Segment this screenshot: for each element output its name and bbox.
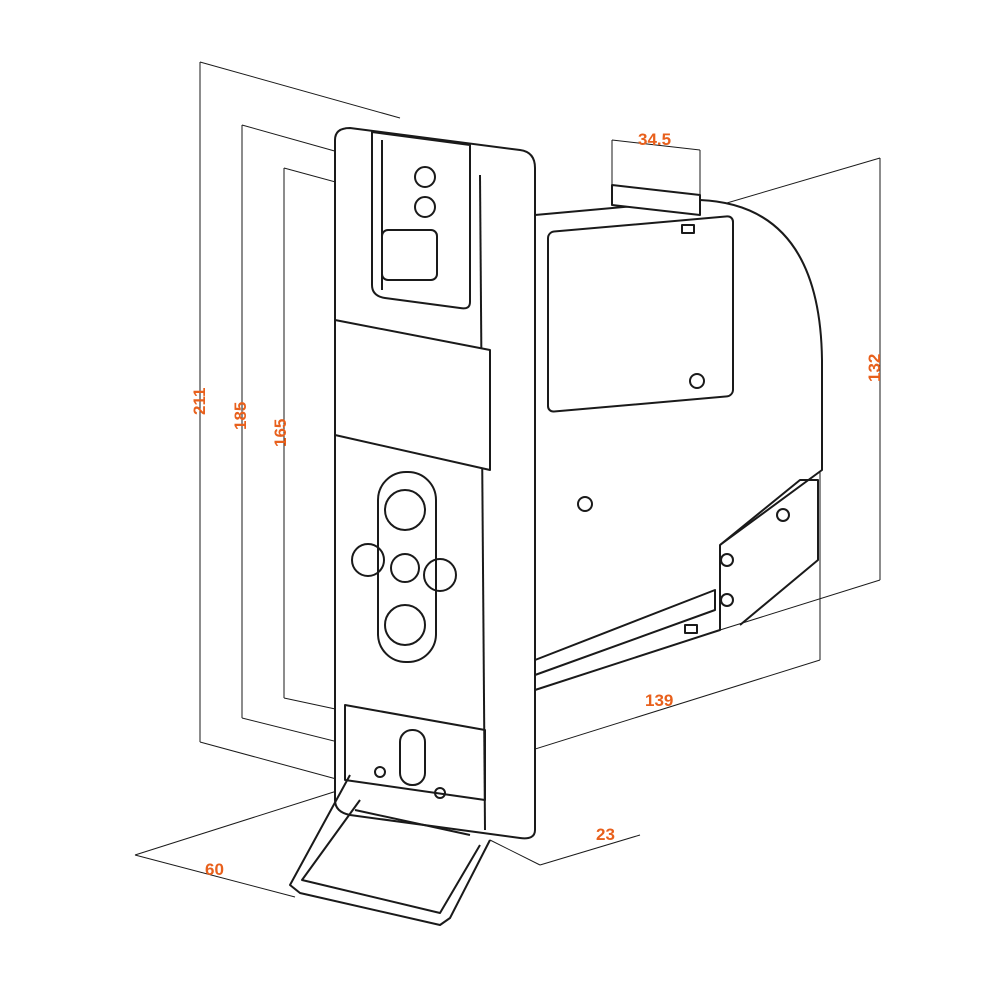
- dim-height-total: 211: [190, 388, 209, 415]
- dim-side-height: 132: [865, 354, 884, 382]
- dim-foot-width: 60: [205, 860, 224, 879]
- dimension-lines: [134, 61, 881, 898]
- dim-height-middle: 185: [231, 402, 250, 430]
- dim-height-inner: 165: [271, 419, 290, 447]
- faceplate: [334, 127, 536, 840]
- side-housing: [534, 184, 823, 691]
- dim-depth: 139: [645, 691, 673, 710]
- dim-top-width: 34.5: [638, 130, 671, 149]
- fold-down-foot: [289, 774, 491, 926]
- dim-faceplate-depth: 23: [596, 825, 615, 844]
